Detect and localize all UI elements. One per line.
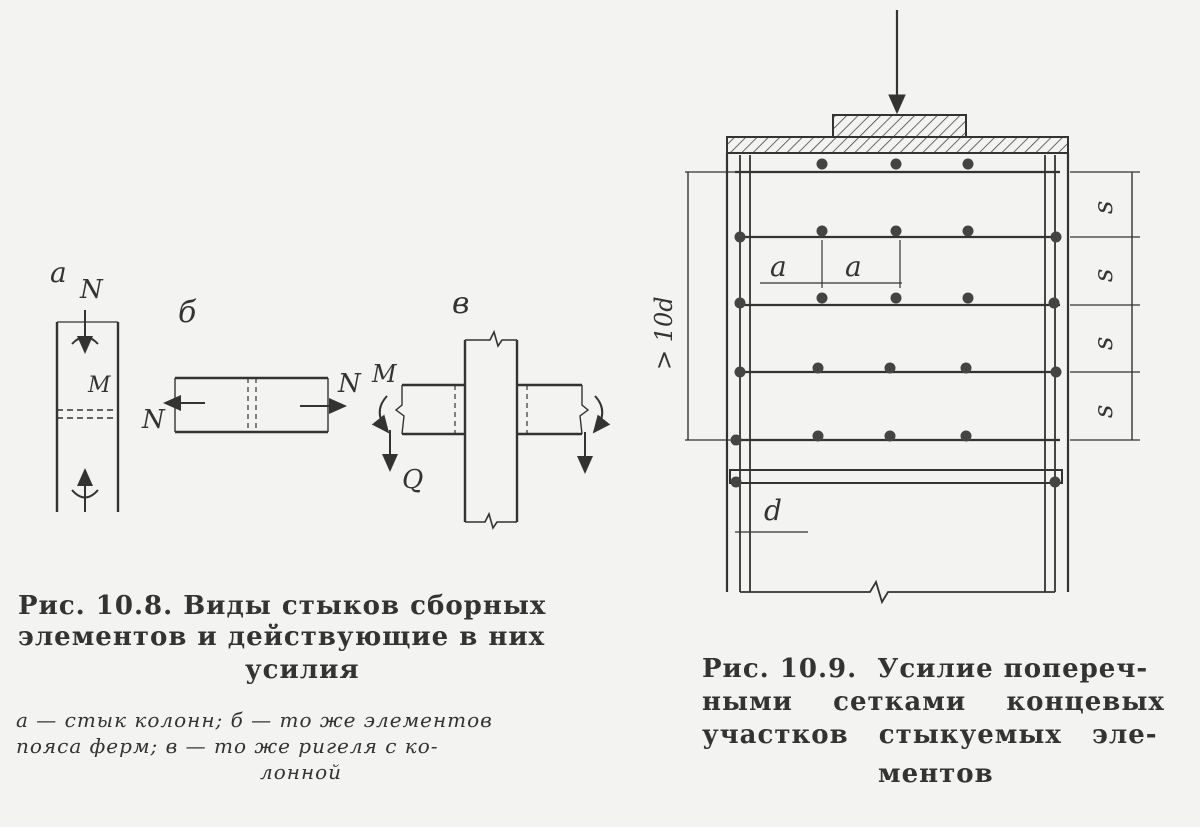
fig8-sub-line3: лонной xyxy=(260,760,343,784)
label-M-a: M xyxy=(87,373,111,398)
fig9-caption-line2: ными сетками концевых xyxy=(702,687,1165,717)
label-Q: Q xyxy=(402,465,423,495)
mesh-bars xyxy=(730,158,1062,488)
label-N-right: N xyxy=(337,369,362,399)
label-v: в xyxy=(452,286,469,321)
beam-column-joint-v xyxy=(371,329,611,530)
label-a-right: a xyxy=(845,250,862,283)
label-a-left: a xyxy=(770,250,787,283)
label-a: а xyxy=(50,256,67,289)
label-N-top: N xyxy=(79,275,104,305)
fig8-sub-line2: пояса ферм; в — то же ригеля с ко- xyxy=(16,734,439,758)
label-s-2: s xyxy=(1089,269,1119,282)
label-s-3: s xyxy=(1089,337,1119,350)
column-joint-a xyxy=(55,310,120,512)
label-M-v: M xyxy=(371,360,398,388)
fig9-caption-line3: участков стыкуемых эле- xyxy=(702,720,1158,750)
fig8-caption-line1: Рис. 10.8. Виды стыков сборных xyxy=(18,591,547,621)
label-d: d xyxy=(764,494,782,527)
fig8-caption-line2: элементов и действующие в них xyxy=(18,622,546,652)
label-b: б xyxy=(178,295,197,330)
truss-chord-joint-b xyxy=(163,376,347,434)
fig8-sub-line1: а — стык колонн; б — то же элементов xyxy=(16,708,493,732)
fig8-caption-line3: усилия xyxy=(245,655,360,685)
figure-10-8 xyxy=(55,310,611,530)
label-N-left: N xyxy=(141,405,166,435)
label-s-1: s xyxy=(1089,201,1119,214)
fig9-caption-line4: ментов xyxy=(878,759,994,789)
label-s-4: s xyxy=(1089,405,1119,418)
figure-10-9 xyxy=(685,10,1140,605)
fig9-caption-line1: Рис. 10.9. Усилие попереч- xyxy=(702,654,1149,684)
label-ten-d: > 10d xyxy=(650,296,678,370)
